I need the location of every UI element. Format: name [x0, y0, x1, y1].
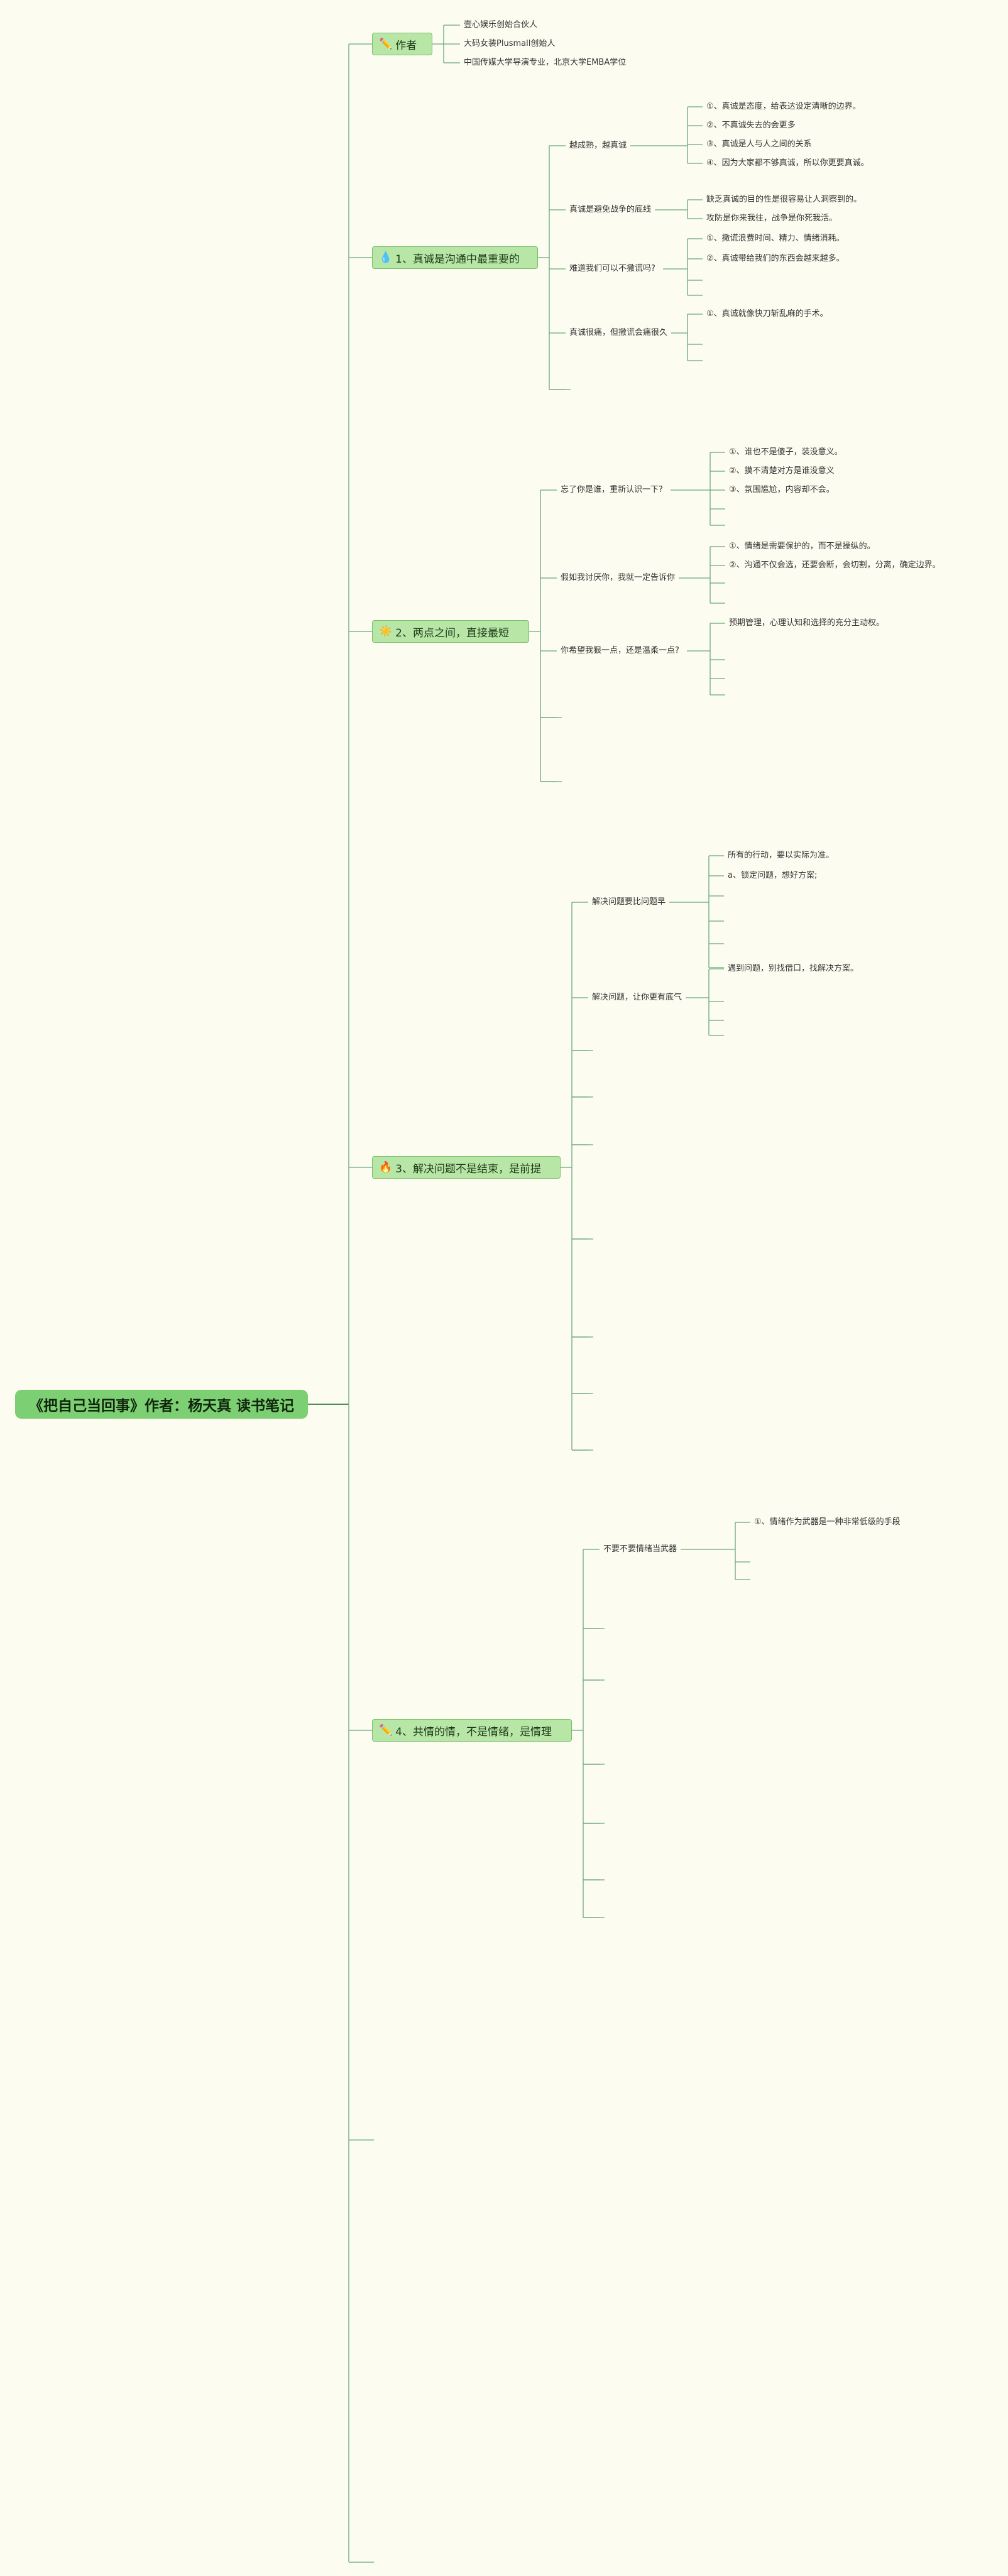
subtopic-1-2-0[interactable]: ①、撒谎浪费时间、精力、情绪消耗。 [706, 234, 845, 243]
subtopic-2-1-1[interactable]: ②、沟通不仅会选，还要会断，会切割，分离，确定边界。 [729, 560, 941, 570]
branch-2-topic[interactable]: ☀️2、两点之间，直接最短 [372, 620, 529, 643]
subtopic-2-0-1[interactable]: ②、摸不清楚对方是谁没意义 [729, 466, 835, 476]
subtopic-1-3-0[interactable]: ①、真诚就像快刀斩乱麻的手术。 [706, 309, 828, 319]
topic-1-0[interactable]: 越成熟，越真诚 [569, 141, 627, 150]
branch-1-topic[interactable]: 💧1、真诚是沟通中最重要的 [372, 246, 538, 269]
pencil-tools-icon: ✏️ [379, 38, 393, 50]
subtopic-1-1-0[interactable]: 缺乏真诚的目的性是很容易让人洞察到的。 [706, 195, 862, 204]
subtopic-2-0-2[interactable]: ③、氛围尴尬，内容却不会。 [729, 485, 835, 494]
topic-1-2[interactable]: 难道我们可以不撒谎吗? [569, 264, 655, 273]
water-drop-icon: 💧 [379, 251, 393, 264]
topic-2-0[interactable]: 忘了你是谁，重新认识一下? [561, 485, 663, 494]
flame-icon: 🔥 [379, 1161, 393, 1174]
subtopic-1-2-1[interactable]: ②、真诚带给我们的东西会越来越多。 [706, 254, 845, 263]
branch-label: 2、两点之间，直接最短 [395, 626, 509, 640]
root-topic[interactable]: 《把自己当回事》作者：杨天真 读书笔记 [15, 1390, 308, 1419]
branch-label: 4、共情的情，不是情绪，是情理 [395, 1725, 552, 1738]
topic-2-2[interactable]: 你希望我狠一点，还是温柔一点? [561, 646, 679, 655]
pencil-tools-icon: ✏️ [379, 1724, 393, 1737]
topic-0-1[interactable]: 大码女装Plusmall创始人 [464, 39, 556, 48]
branch-label: 作者 [395, 39, 417, 52]
subtopic-3-0-1[interactable]: a、锁定问题，想好方案; [728, 871, 818, 880]
topic-3-0[interactable]: 解决问题要比问题早 [592, 897, 666, 907]
subtopic-4-0-0[interactable]: ①、情绪作为武器是一种非常低级的手段 [754, 1517, 901, 1527]
topic-1-3[interactable]: 真诚很痛，但撒谎会痛很久 [569, 328, 668, 337]
branch-4-topic[interactable]: ✏️4、共情的情，不是情绪，是情理 [372, 1719, 572, 1742]
subtopic-1-0-2[interactable]: ③、真诚是人与人之间的关系 [706, 139, 812, 149]
subtopic-3-1-0[interactable]: 遇到问题，别找借口，找解决方案。 [728, 964, 859, 973]
branch-3-topic[interactable]: 🔥3、解决问题不是结束，是前提 [372, 1156, 561, 1179]
topic-1-1[interactable]: 真诚是避免战争的底线 [569, 205, 652, 214]
topic-0-0[interactable]: 壹心娱乐创始合伙人 [464, 20, 538, 30]
sun-icon: ☀️ [379, 625, 393, 638]
subtopic-2-0-0[interactable]: ①、谁也不是傻子，装没意义。 [729, 447, 843, 457]
subtopic-1-0-3[interactable]: ④、因为大家都不够真诚，所以你更要真诚。 [706, 158, 869, 168]
topic-2-1[interactable]: 假如我讨厌你，我就一定告诉你 [561, 573, 676, 582]
topic-3-1[interactable]: 解决问题，让你更有底气 [592, 993, 682, 1002]
subtopic-1-0-0[interactable]: ①、真诚是态度，给表达设定清晰的边界。 [706, 102, 861, 111]
branch-0-topic[interactable]: ✏️作者 [372, 33, 432, 55]
topic-4-0[interactable]: 不要不要情绪当武器 [603, 1544, 677, 1554]
subtopic-3-0-0[interactable]: 所有的行动，要以实际为准。 [728, 851, 835, 860]
branch-label: 1、真诚是沟通中最重要的 [395, 253, 520, 266]
topic-0-2[interactable]: 中国传媒大学导演专业，北京大学EMBA学位 [464, 58, 627, 67]
subtopic-1-1-1[interactable]: 攻防是你来我往，战争是你死我活。 [706, 214, 838, 223]
subtopic-1-0-1[interactable]: ②、不真诚失去的会更多 [706, 121, 796, 130]
subtopic-2-2-0[interactable]: 预期管理，心理认知和选择的充分主动权。 [729, 618, 885, 628]
branch-label: 3、解决问题不是结束，是前提 [395, 1162, 541, 1176]
subtopic-2-1-0[interactable]: ①、情绪是需要保护的，而不是操纵的。 [729, 542, 875, 551]
